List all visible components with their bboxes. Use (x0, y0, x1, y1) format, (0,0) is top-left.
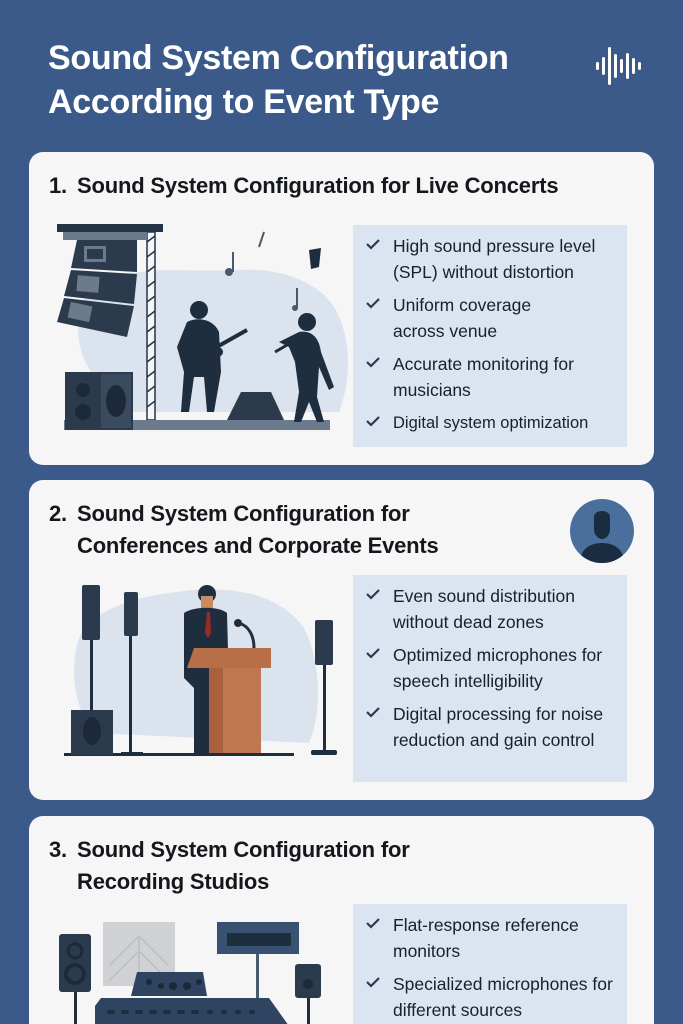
checkmark-icon (366, 589, 380, 600)
checklist-item: High sound pressure level (SPL) without … (353, 233, 627, 285)
section-recording-studios: 3. Sound System Configuration for Recordi… (29, 816, 654, 1024)
checklist-item: Specialized microphones for different so… (353, 971, 627, 1023)
checklist-item-text: Uniform coverage across venue (393, 295, 532, 341)
section-number: 1. (49, 173, 67, 198)
checklist-item: Flat-response reference monitors (353, 912, 627, 964)
section-title: 2. Sound System Configuration for Confere… (49, 498, 439, 562)
checklist-item-text: Digital system optimization (393, 414, 589, 432)
section-conferences: 2. Sound System Configuration for Confere… (29, 480, 654, 800)
checkmark-icon (366, 977, 380, 988)
section-title: 1. Sound System Configuration for Live Co… (49, 170, 559, 202)
page-title-line2: According to Event Type (48, 83, 440, 121)
checklist: High sound pressure level (SPL) without … (353, 225, 627, 447)
section-number: 2. (49, 501, 67, 526)
checklist: Flat-response reference monitors Special… (353, 904, 627, 1024)
checklist-item: Even sound distribution without dead zon… (353, 583, 627, 635)
sound-wave-icon (596, 47, 641, 85)
page-title-line1: Sound System Configuration (48, 39, 509, 77)
checklist-item-text: Specialized microphones for different so… (393, 974, 613, 1020)
checkmark-icon (366, 416, 380, 427)
checkmark-icon (366, 918, 380, 929)
checkmark-icon (366, 357, 380, 368)
checklist-item-text: Flat-response reference monitors (393, 915, 579, 961)
checklist-item: Uniform coverage across venue (353, 292, 627, 344)
checklist: Even sound distribution without dead zon… (353, 575, 627, 782)
checkmark-icon (366, 648, 380, 659)
checklist-item-text: Optimized microphones for speech intelli… (393, 645, 603, 691)
checklist-item-text: High sound pressure level (SPL) without … (393, 236, 596, 282)
section-title-line1: Sound System Configuration for (77, 837, 410, 862)
section-title-line1: Sound System Configuration for Live Conc… (77, 173, 559, 198)
checklist-item: Accurate monitoring for musicians (353, 351, 627, 403)
checklist-item-text: Digital processing for noise reduction a… (393, 704, 604, 750)
checklist-item-text: Accurate monitoring for musicians (393, 354, 574, 400)
section-live-concerts: 1. Sound System Configuration for Live Co… (29, 152, 654, 465)
recording-studio-illustration (59, 922, 321, 1024)
checklist-item-text: Even sound distribution without dead zon… (393, 586, 575, 632)
section-title-line2: Recording Studios (77, 869, 270, 894)
checklist-item: Digital processing for noise reduction a… (353, 701, 627, 753)
checkmark-icon (366, 707, 380, 718)
user-avatar-icon (570, 499, 634, 563)
section-number: 3. (49, 837, 67, 862)
page-title: Sound System Configuration According to … (48, 36, 588, 124)
checklist-item: Digital system optimization (353, 410, 627, 436)
live-concert-stage-illustration (57, 224, 349, 430)
checkmark-icon (366, 298, 380, 309)
section-title-line2: Conferences and Corporate Events (77, 533, 439, 558)
checklist-item: Optimized microphones for speech intelli… (353, 642, 627, 694)
conference-podium-illustration (64, 585, 337, 756)
checkmark-icon (366, 239, 380, 250)
section-title: 3. Sound System Configuration for Recordi… (49, 834, 410, 898)
section-title-line1: Sound System Configuration for (77, 501, 410, 526)
